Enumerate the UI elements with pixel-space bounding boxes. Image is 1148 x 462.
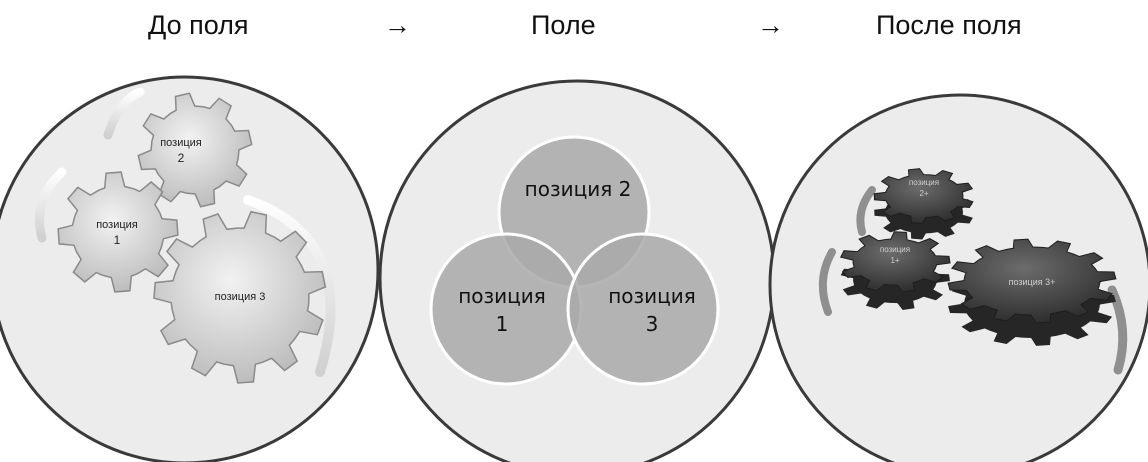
gear-label: 2 — [178, 151, 185, 165]
gear-label: позиция — [96, 219, 138, 231]
venn-label-left: 1 — [496, 312, 509, 336]
venn-label-left: позиция — [458, 284, 546, 308]
rotation-arrow-icon — [818, 248, 836, 316]
gear-label: 1+ — [890, 256, 899, 265]
after-panel: позиция 2+ позиция 1+ позиция 3+ — [768, 93, 1148, 462]
field-panel: позиция 2 позиция 1 позиция 3 — [378, 79, 776, 462]
gear-label: позиция — [909, 178, 939, 187]
gear-icon: позиция 3+ — [947, 238, 1117, 346]
rotation-arrow-icon — [35, 167, 67, 243]
gear-icon: позиция 3 — [153, 210, 327, 384]
gear-icon: позиция 1+ — [839, 231, 951, 310]
heading-field: Поле — [531, 10, 596, 40]
gear-icon: позиция 1 — [57, 171, 179, 293]
rotation-arrow-icon — [103, 87, 145, 140]
gear-icon: позиция 2 — [137, 92, 253, 208]
gear-label: позиция 3+ — [1009, 277, 1056, 287]
arrow-right-icon: → — [384, 10, 411, 40]
gear-label: позиция — [160, 137, 202, 149]
rotation-arrow-icon — [243, 195, 336, 377]
rotation-arrow-icon — [856, 186, 876, 236]
venn-label-right: 3 — [646, 312, 659, 336]
rotation-arrow-icon — [1107, 285, 1128, 375]
gear-label: позиция 3 — [215, 291, 266, 303]
venn-circle-right — [566, 232, 720, 386]
gear-label: 1 — [114, 233, 121, 247]
gear-label: 2+ — [919, 189, 928, 198]
after-panel-circle — [768, 93, 1148, 462]
gear-label: позиция — [880, 245, 910, 254]
gear-icon: позиция 2+ — [873, 168, 974, 240]
before-panel: позиция 2 позиция 1 позиция 3 — [0, 75, 380, 462]
venn-label-top: позиция 2 — [525, 177, 632, 201]
heading-before-field: До поля — [148, 10, 249, 40]
heading-after-field: После поля — [876, 10, 1022, 40]
venn-circle-left — [429, 232, 583, 386]
arrow-right-icon: → — [757, 10, 784, 40]
venn-label-right: позиция — [608, 284, 696, 308]
